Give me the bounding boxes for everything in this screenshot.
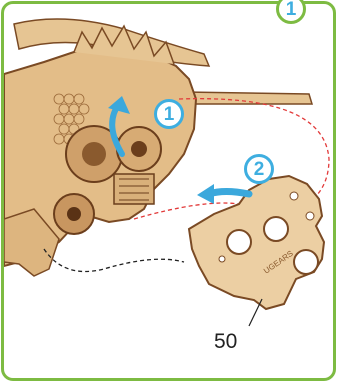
callout-badge-2: 2 [244,154,274,184]
side-rod-part [184,92,312,104]
instruction-frame: UGEARS 1 2 50 [1,1,336,381]
guide-line-black [44,249,184,272]
part-number-label: 50 [214,330,237,354]
straight-arrow-icon [209,192,249,195]
plate-hole [294,250,318,274]
plate-hole [227,230,251,254]
assembly-illustration: UGEARS [4,4,336,381]
straight-arrow-head [197,184,214,204]
plate-hole [264,217,288,241]
plate-small-hole [306,212,314,220]
plate-small-hole [219,256,225,262]
callout-badge-1: 1 [154,99,184,129]
plate-small-hole [290,192,298,200]
part-leader-line [249,299,262,326]
